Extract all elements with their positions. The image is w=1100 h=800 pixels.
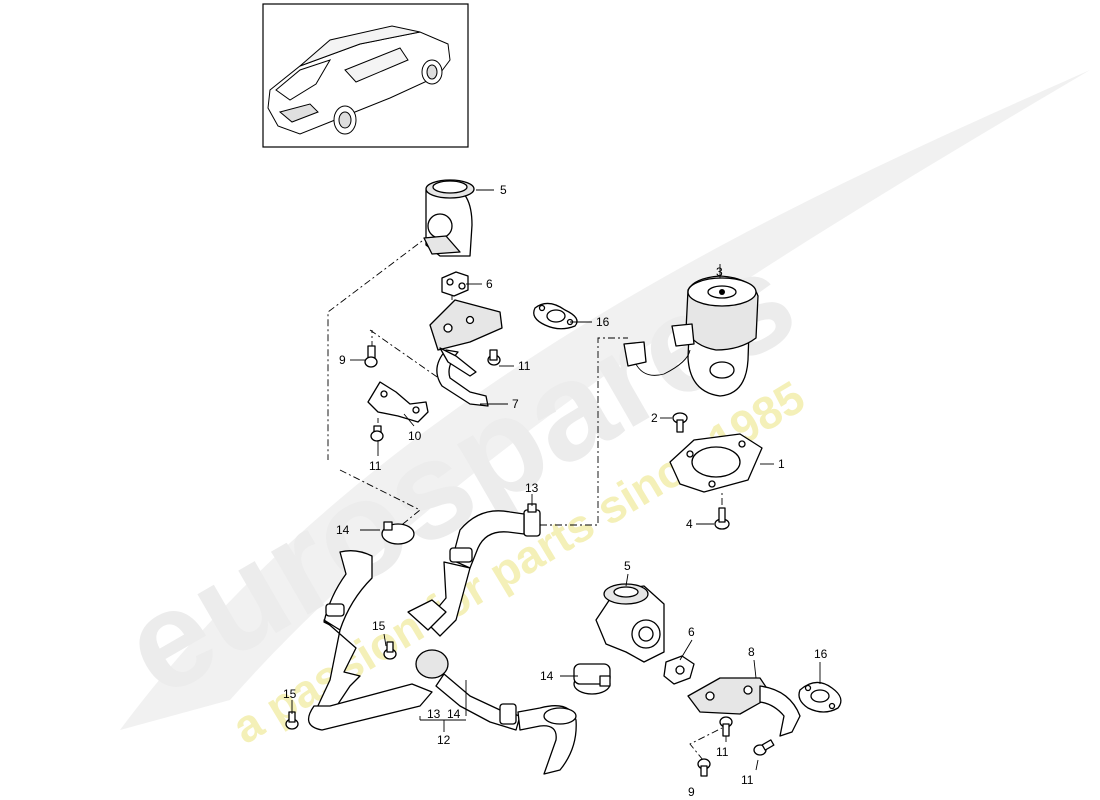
- bolt-part-11-lower-b: [753, 739, 775, 756]
- callout-labels: 1 2 3 4 5 6 16 9 11 7 10 11 13 14 15 15 …: [283, 183, 828, 799]
- callout-13-upper: 13: [525, 481, 539, 495]
- air-hose-assembly: [307, 510, 577, 775]
- bolt-part-4: [714, 507, 730, 530]
- callout-15-upper: 15: [372, 619, 386, 633]
- air-pipe-upper: [429, 299, 503, 407]
- callout-2: 2: [651, 411, 658, 425]
- callout-6-lower: 6: [688, 625, 695, 639]
- callout-11-upper-a: 11: [518, 359, 531, 373]
- car-illustration: [267, 25, 451, 135]
- bolt-part-11-lower-a: [719, 716, 733, 737]
- callout-9-upper: 9: [339, 353, 346, 367]
- secondary-air-valve-lower: [595, 583, 665, 663]
- bolt-part-11-upper-a: [487, 349, 501, 366]
- bolt-part-2: [672, 412, 688, 433]
- callout-11-upper-b: 11: [369, 459, 382, 473]
- bolt-part-9-upper: [364, 345, 378, 368]
- callout-3: 3: [716, 265, 723, 279]
- bolt-part-11-upper-b: [370, 425, 384, 442]
- callout-5-upper: 5: [500, 183, 507, 197]
- pump-gasket: [669, 433, 763, 493]
- leader-lines: [291, 189, 821, 771]
- flange-gasket-lower: [798, 681, 842, 713]
- callout-13-lower: 13: [427, 707, 441, 721]
- callout-14-lower-a: 14: [447, 707, 461, 721]
- callout-6-upper: 6: [486, 277, 493, 291]
- callout-11-lower-a: 11: [716, 745, 729, 759]
- bolt-part-15-lower: [285, 711, 299, 730]
- callout-8: 8: [748, 645, 755, 659]
- callout-16-upper: 16: [596, 315, 610, 329]
- bolt-part-15-upper: [383, 641, 397, 660]
- vehicle-thumbnail: [262, 3, 469, 148]
- air-pipe-lower: [687, 677, 801, 737]
- callout-15-lower: 15: [283, 687, 297, 701]
- flange-gasket-upper: [533, 302, 578, 330]
- bolt-part-9-lower: [697, 758, 711, 777]
- callout-16-lower: 16: [814, 647, 828, 661]
- callout-1: 1: [778, 457, 785, 471]
- secondary-air-valve-upper: [423, 179, 475, 257]
- callout-12: 12: [437, 733, 451, 747]
- gasket-upper: [441, 271, 469, 297]
- callout-5-lower: 5: [624, 559, 631, 573]
- hose-clamp-part-14-upper: [381, 521, 415, 545]
- callout-11-lower-b: 11: [741, 773, 754, 787]
- watermark: eurospares a passion for parts since 198…: [98, 70, 1090, 754]
- secondary-air-pump: [623, 275, 759, 397]
- callout-14-upper: 14: [336, 523, 350, 537]
- callout-9-lower: 9: [688, 785, 695, 799]
- hose-clamp-part-14-lower: [573, 663, 611, 695]
- bracket-upper: [367, 381, 429, 423]
- gasket-lower: [663, 655, 695, 685]
- callout-10: 10: [408, 429, 422, 443]
- callout-7: 7: [512, 397, 519, 411]
- callout-14-lower-b: 14: [540, 669, 554, 683]
- callout-4: 4: [686, 517, 693, 531]
